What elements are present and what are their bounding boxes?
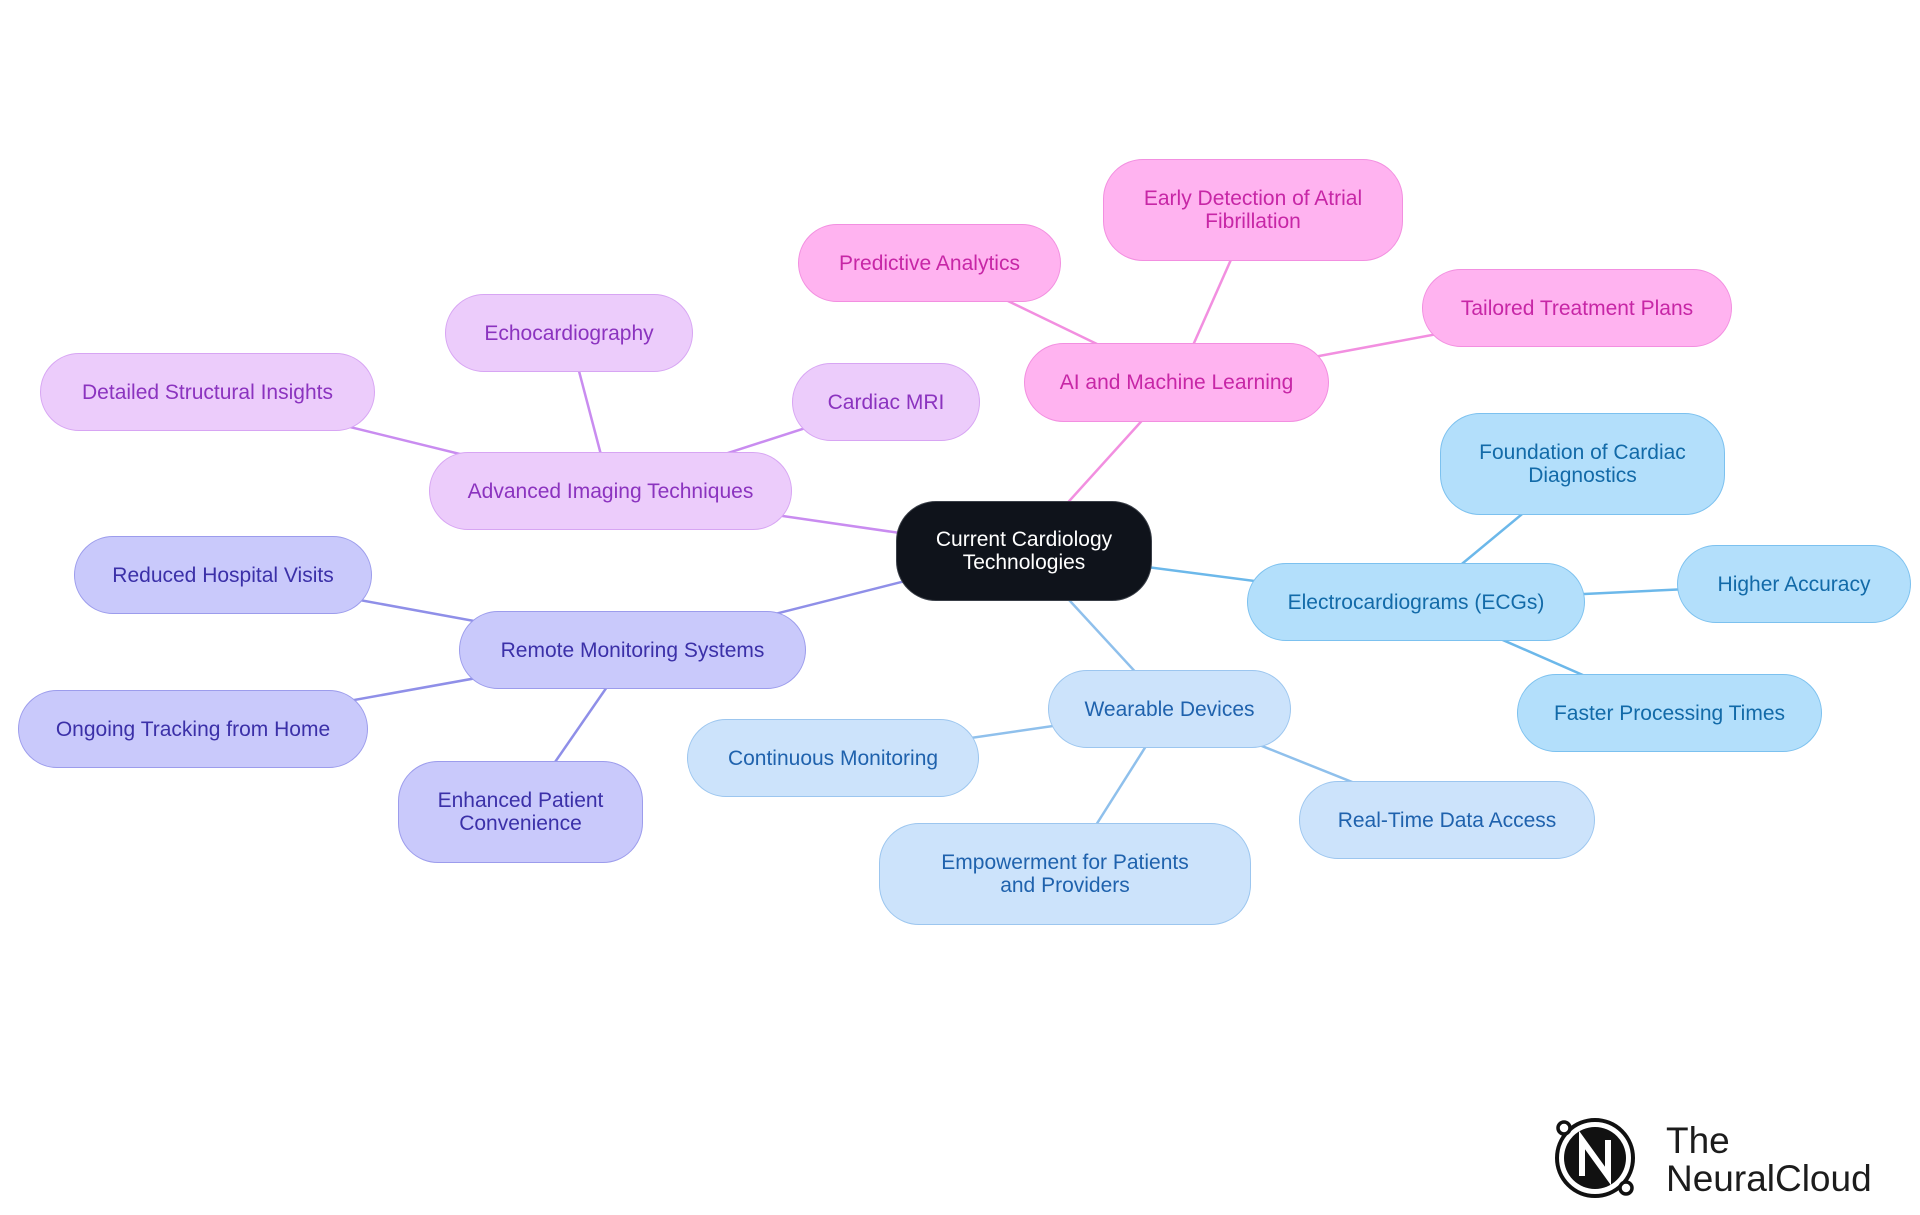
leaf-node-wear-real: Real-Time Data Access: [1299, 781, 1595, 859]
branch-node-ecg: Electrocardiograms (ECGs): [1247, 563, 1585, 641]
leaf-node-rem-ong: Ongoing Tracking from Home: [18, 690, 368, 768]
root-node: Current Cardiology Technologies: [896, 501, 1152, 601]
leaf-node-img-echo: Echocardiography: [445, 294, 693, 372]
branch-node-img: Advanced Imaging Techniques: [429, 452, 792, 530]
leaf-node-img-mri: Cardiac MRI: [792, 363, 980, 441]
neuralcloud-logo: [1553, 1112, 1893, 1207]
logo-wordmark: The NeuralCloud: [1666, 1122, 1872, 1198]
leaf-node-ai-afib: Early Detection of Atrial Fibrillation: [1103, 159, 1403, 261]
leaf-node-ai-tail: Tailored Treatment Plans: [1422, 269, 1732, 347]
neuralcloud-n-icon: [1555, 1118, 1635, 1198]
branch-node-wear: Wearable Devices: [1048, 670, 1291, 748]
leaf-node-ecg-high: Higher Accuracy: [1677, 545, 1911, 623]
branch-node-rem: Remote Monitoring Systems: [459, 611, 806, 689]
leaf-node-rem-red: Reduced Hospital Visits: [74, 536, 372, 614]
leaf-node-rem-enh: Enhanced Patient Convenience: [398, 761, 643, 863]
logo-line-2: NeuralCloud: [1666, 1158, 1872, 1199]
leaf-node-ai-pred: Predictive Analytics: [798, 224, 1061, 302]
logo-line-1: The: [1666, 1120, 1730, 1161]
leaf-node-ecg-fast: Faster Processing Times: [1517, 674, 1822, 752]
leaf-node-ecg-found: Foundation of Cardiac Diagnostics: [1440, 413, 1725, 515]
leaf-node-wear-emp: Empowerment for Patients and Providers: [879, 823, 1251, 925]
leaf-node-img-det: Detailed Structural Insights: [40, 353, 375, 431]
leaf-node-wear-cont: Continuous Monitoring: [687, 719, 979, 797]
branch-node-ai: AI and Machine Learning: [1024, 343, 1329, 422]
